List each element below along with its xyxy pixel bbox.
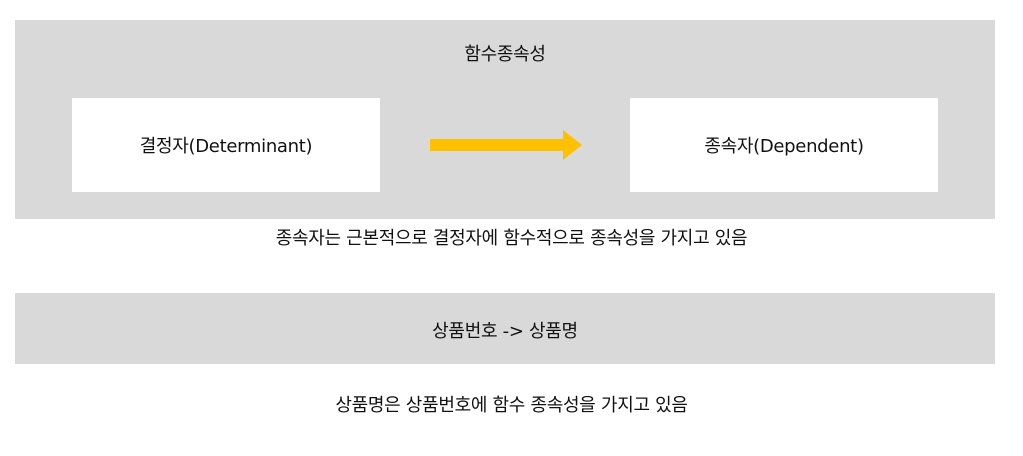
determinant-box: 결정자(Determinant) — [72, 98, 380, 192]
functional-dependency-panel: 함수종속성 결정자(Determinant) 종속자(Dependent) — [15, 20, 995, 219]
arrow-shape — [430, 130, 582, 160]
dependency-caption: 종속자는 근본적으로 결정자에 함수적으로 종속성을 가지고 있음 — [275, 228, 748, 249]
determinant-label: 결정자(Determinant) — [139, 136, 313, 157]
dependent-box: 종속자(Dependent) — [630, 98, 938, 192]
right-arrow-icon — [430, 130, 582, 160]
example-caption: 상품명은 상품번호에 함수 종속성을 가지고 있음 — [335, 395, 688, 416]
dependent-label: 종속자(Dependent) — [704, 136, 864, 157]
example-panel: 상품번호 -> 상품명 — [15, 293, 995, 364]
example-relation: 상품번호 -> 상품명 — [432, 321, 578, 342]
panel-title: 함수종속성 — [464, 44, 546, 65]
